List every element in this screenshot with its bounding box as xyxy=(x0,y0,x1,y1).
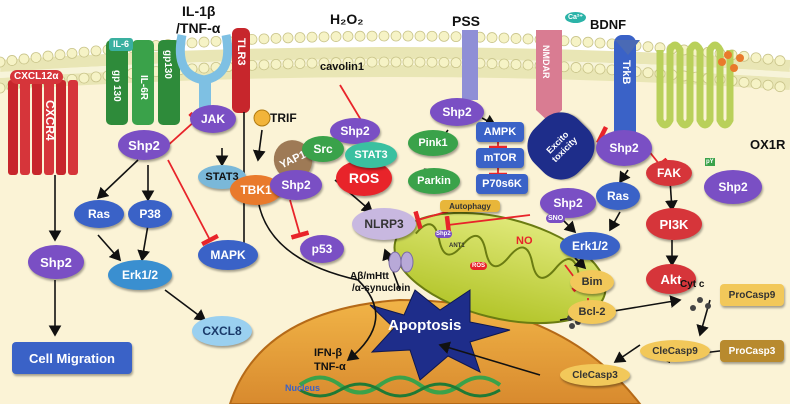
p38-node: P38 xyxy=(128,200,172,228)
procasp3-node: ProCasp3 xyxy=(720,340,784,362)
mapk-node: MAPK xyxy=(198,240,258,270)
apoptosis-label: Apoptosis xyxy=(388,317,462,334)
il6r-label: IL-6R xyxy=(138,75,149,100)
cavolin1-label: cavolin1 xyxy=(320,61,365,73)
trif-ball xyxy=(253,109,271,127)
cytc-dots xyxy=(567,297,711,329)
bdnf-triangle xyxy=(615,40,640,55)
trkb-label: TrkB xyxy=(620,60,632,85)
nlrp3-node: NLRP3 xyxy=(352,208,416,240)
jak-node: JAK xyxy=(190,105,236,133)
ox1r-label: OX1R xyxy=(750,137,786,152)
bim-node: Bim xyxy=(570,270,614,294)
nmdar-label: NMDAR xyxy=(541,45,551,79)
akt-node: Akt xyxy=(646,264,696,294)
shp-small-label: Shp2 xyxy=(435,230,452,238)
pink1-node: Pink1 xyxy=(408,130,458,156)
ifnb-label: IFN-β xyxy=(314,347,343,359)
ampk-node: AMPK xyxy=(476,122,524,142)
cxcr4-receptor xyxy=(8,80,78,175)
procasp9-node: ProCasp9 xyxy=(720,284,784,306)
cxcl8-node: CXCL8 xyxy=(192,316,252,346)
nmdar-receptor xyxy=(536,30,562,122)
mitochondrion xyxy=(393,211,607,325)
py-label: pY xyxy=(705,158,715,166)
ros-node: ROS xyxy=(336,160,392,196)
ras-right-node: Ras xyxy=(596,182,640,210)
pi3k-node: PI3K xyxy=(646,208,702,240)
shp2-trkb-node: Shp2 xyxy=(596,130,652,166)
nucleus-label: Nucleus xyxy=(285,383,321,393)
p53-node: p53 xyxy=(300,235,344,263)
il1b-label: IL-1β xyxy=(182,3,216,19)
clecasp9-node: CleCasp9 xyxy=(640,340,710,362)
erk-left-node: Erk1/2 xyxy=(108,260,172,290)
bcl2-node: Bcl-2 xyxy=(568,300,616,324)
shp2-left-node: Shp2 xyxy=(118,130,170,160)
pss-receptor xyxy=(462,30,478,100)
shp2-ox1r-node: Shp2 xyxy=(704,170,762,204)
ros-small-label: ROS xyxy=(470,262,488,270)
sno-label: SNO xyxy=(546,214,566,223)
shp2-sno-node: Shp2 xyxy=(540,188,596,218)
ca-label: Ca²⁺ xyxy=(565,12,586,23)
src-node: Src xyxy=(302,136,344,162)
excito-label: Excito toxicity xyxy=(544,129,580,165)
shp2-migration-node: Shp2 xyxy=(28,245,84,279)
asyn-label: /α-synuclein xyxy=(352,283,411,294)
p70s6k-node: P70s6K xyxy=(476,174,528,194)
il6-label: IL-6 xyxy=(109,38,134,51)
tnfa-gene-label: TNF-α xyxy=(314,361,346,373)
shp2-pss-node: Shp2 xyxy=(430,98,484,126)
ras-left-node: Ras xyxy=(74,200,124,228)
h2o2-label: H₂O₂ xyxy=(330,11,364,27)
gp130-receptor xyxy=(106,40,180,125)
cxcr4-vertical-label: CXCR4 xyxy=(43,100,57,141)
gp130-left-label: gp 130 xyxy=(111,70,122,102)
autophagy-node: Autophagy xyxy=(440,200,500,212)
ant1-label: ANT1 xyxy=(449,243,465,249)
mtor-node: mTOR xyxy=(476,148,524,168)
orexin-dots xyxy=(718,51,744,72)
amyloid-cluster xyxy=(388,251,414,273)
trif-label: TRIF xyxy=(270,111,297,125)
no-label: NO xyxy=(516,235,533,247)
shp2-yap-node: Shp2 xyxy=(270,170,322,200)
erk-mid-node: Erk1/2 xyxy=(560,232,620,260)
abeta-label: Aβ/mHtt xyxy=(350,271,389,282)
tlr3-label: TLR3 xyxy=(235,38,247,66)
fak-node: FAK xyxy=(646,160,692,186)
parkin-node: Parkin xyxy=(408,168,460,194)
cell-migration-box: Cell Migration xyxy=(12,342,132,374)
stat3-cav-node: STAT3 xyxy=(345,142,397,168)
trkb-receptor xyxy=(614,35,636,140)
tnfa-receptor-label: /TNF-α xyxy=(176,20,221,36)
cytc-label: Cyt c xyxy=(680,279,705,290)
bdnf-label: BDNF xyxy=(590,17,627,32)
clecasp3-node: CleCasp3 xyxy=(560,364,630,386)
tlr3-receptor xyxy=(232,28,250,113)
apoptosis-star xyxy=(369,289,511,381)
gp130-right-label: gp130 xyxy=(162,50,173,79)
pss-label: PSS xyxy=(452,13,481,29)
cxcl12a-label: CXCL12α xyxy=(10,70,63,84)
ox1r-receptor xyxy=(656,41,734,129)
